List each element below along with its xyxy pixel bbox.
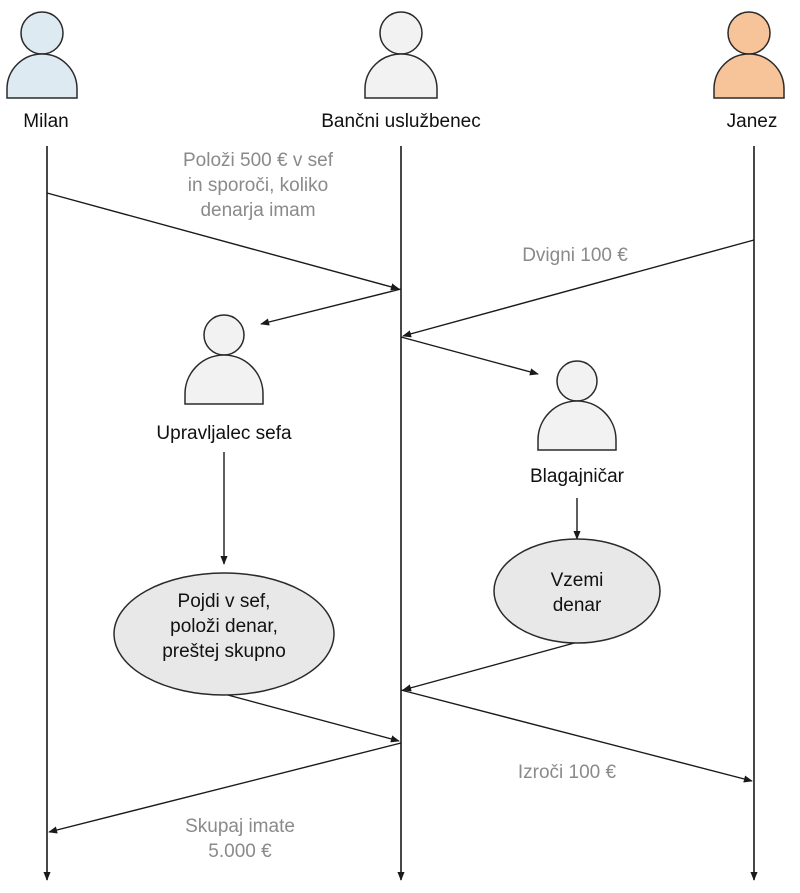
cashier-person-icon — [537, 360, 617, 451]
deposit-request-label: Položi 500 € v sef in sporoči, koliko de… — [138, 148, 378, 223]
cash-action-line: denar — [552, 595, 602, 616]
delegate-to-cashier-arrow — [400, 336, 539, 376]
total-reply-line: Skupaj imate — [185, 816, 295, 837]
withdraw-request-label: Dvigni 100 € — [500, 243, 650, 268]
deposit-request-line: denarja imam — [200, 200, 316, 221]
deposit-request-line: Položi 500 € v sef — [183, 150, 333, 171]
clerk-person-icon — [364, 11, 438, 99]
vault-action-text: Pojdi v sef, položi denar, preštej skupn… — [124, 589, 324, 664]
vault-action-ellipse — [113, 572, 335, 696]
vault-keeper-person-icon — [184, 314, 264, 405]
cash-action-ellipse — [493, 538, 661, 644]
cash-action-line: Vzemi — [550, 570, 604, 591]
delegate-to-vault-keeper-arrow — [260, 288, 402, 326]
hand-over-label: Izroči 100 € — [517, 762, 617, 783]
deposit-request-line: in sporoči, koliko — [187, 175, 329, 196]
vault-action-line: Pojdi v sef, — [177, 591, 271, 612]
total-reply-line: 5.000 € — [208, 841, 272, 862]
milan-person-icon — [6, 11, 78, 99]
cash-return-arrow — [402, 641, 579, 692]
vault-return-arrow — [223, 693, 400, 743]
cashier-label: Blagajničar — [530, 466, 624, 487]
vault-action-line: preštej skupno — [162, 641, 286, 662]
withdraw-request-line: Dvigni 100 € — [522, 245, 628, 266]
total-reply-arrow — [48, 742, 402, 834]
janez-person-icon — [713, 11, 785, 99]
hand-over-arrow — [400, 689, 753, 783]
vault-keeper-label: Upravljalec sefa — [156, 423, 292, 444]
janez-label: Janez — [726, 111, 778, 132]
clerk-label: Bančni uslužbenec — [321, 111, 481, 132]
deposit-request-arrow — [46, 192, 400, 291]
milan-label: Milan — [23, 111, 69, 132]
vault-action-line: položi denar, — [170, 616, 278, 637]
cash-action-text: Vzemi denar — [517, 568, 637, 618]
total-reply-label: Skupaj imate 5.000 € — [160, 814, 320, 864]
withdraw-request-arrow — [402, 239, 755, 338]
